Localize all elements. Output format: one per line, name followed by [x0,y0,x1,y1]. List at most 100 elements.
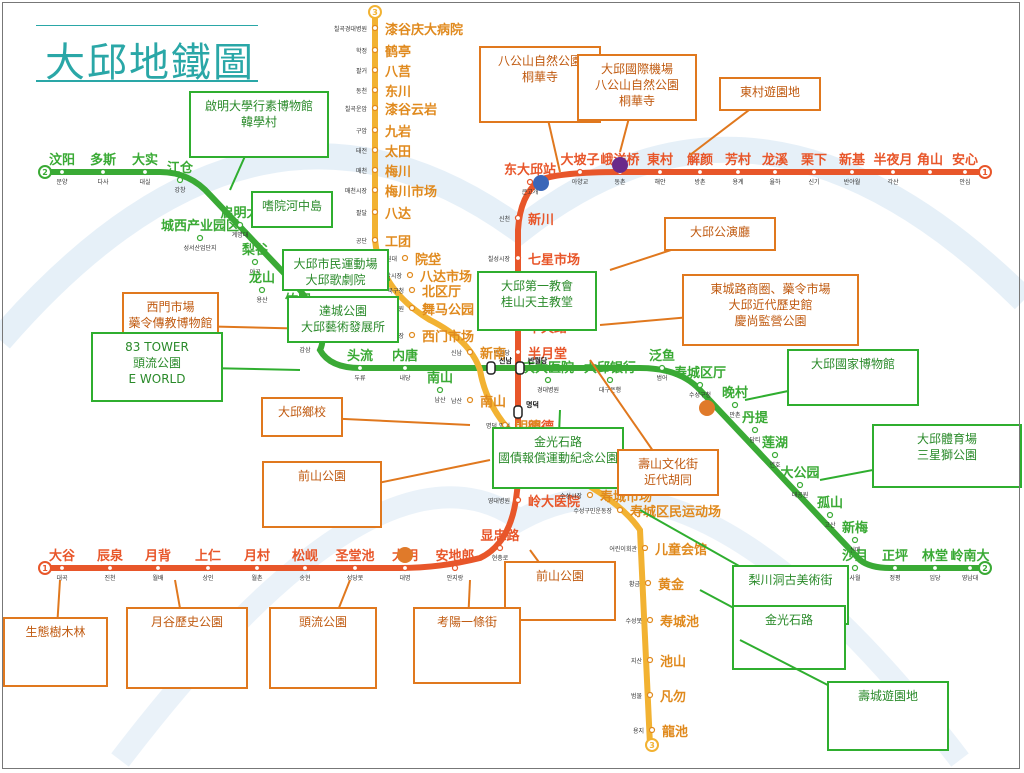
callout-box [3,617,108,687]
callout-line: 近代胡同 [644,473,692,487]
train-icon [533,175,549,191]
station-dot [301,564,309,572]
station-label-line1: 栗下 [801,153,827,168]
station-label-line2: 城西产业园区 [161,218,239,234]
station-label-ko: 대공원 [792,491,809,499]
station-dot [889,168,897,176]
station-label-line1: 芳村 [725,152,751,168]
station-dot [544,376,552,384]
callout-line: 大邱市民運動場 [293,256,377,271]
station-label-ko: 학정 [356,47,367,55]
callout-box [719,77,821,111]
station-label-line1: 上仁 [195,548,221,564]
station-label-ko: 율하 [769,178,781,186]
station-label-ko: 태전 [356,147,367,155]
callout-text: 月谷歷史公園 [151,615,223,629]
callout-text: 東城路商圈、藥令市場大邱近代歷史館慶尚監營公園 [710,281,830,328]
station-label-ko: 상인 [202,574,213,582]
callout-line: 大邱歌劇院 [305,272,365,287]
station-label-ko: 계명대 [232,231,249,239]
station-label-ko: 매천 [356,167,367,175]
callout: 大邱國家博物館 [744,349,919,406]
callout-line: 大邱公演廳 [690,224,750,239]
station-dot [371,104,379,112]
station-label-ko: 강창 [174,186,186,194]
callout: 壽城遊園地 [739,639,949,751]
station-dot [810,168,818,176]
station-label-line1: 显忠路 [480,528,520,544]
callout-line: 壽城遊園地 [858,688,918,703]
station-dot [576,168,584,176]
transfer-label: 신남 [499,356,512,365]
station-label-line1: 圣堂池 [335,548,374,564]
station-label-line1: 安心 [952,152,978,168]
station-label-line3: 西门市场 [422,329,474,345]
line-badge [978,561,992,575]
station-dot [656,168,664,176]
station-dot [891,564,899,572]
station-dot [58,168,66,176]
callout-text: 大邱體育場三星獅公園 [917,431,977,462]
station-label-line2: 孤山 [817,495,843,511]
line-badge [38,165,52,179]
station-dot [401,564,409,572]
station-dot [731,401,739,409]
callout: 前山公園 [262,459,491,528]
station-label-ko: 신매 [849,546,860,554]
station-label-line2: 大实 [132,152,158,168]
station-label-ko: 용계 [732,178,743,186]
station-dot [851,536,859,544]
station-dot [236,221,244,229]
callout-line: 八公山自然公園 [498,53,582,68]
station-label-line3: 太田 [384,144,411,160]
callout-box [413,607,521,684]
callout-line: E WORLD [129,372,186,386]
station-dot [401,254,409,262]
station-label-ko: 남산 [434,396,446,404]
station-label-line2: 多斯 [90,152,116,168]
station-label-ko: 임당 [929,574,941,582]
callout-line: 慶尚監營公園 [734,313,806,328]
station-label-ko: 안지랑 [447,574,464,582]
station-dot [401,364,409,372]
callout-box [262,461,382,528]
station-label-ko: 공단 [356,237,368,245]
callout-text: 壽山文化街近代胡同 [638,456,698,487]
line-badge-number: 2 [982,564,988,573]
callout: 前山公園 [504,549,616,621]
station-label-ko: 정평 [889,574,900,582]
station-label-ko: 명덕 [486,422,497,430]
callout-line: 考陽一條街 [437,615,497,629]
station-dot [141,168,149,176]
station-label-ko: 범물 [631,692,643,700]
station-dot [99,168,107,176]
callout-line: 生態樹木林 [25,624,85,639]
station-dot [751,426,759,434]
station-label-line3: 工团 [385,235,411,250]
station-dot [371,236,379,244]
callout-line: 大邱體育場 [917,431,977,446]
station-label-ko: 문양 [56,178,68,186]
station-dot [696,168,704,176]
station-dot [851,564,859,572]
line-badge [38,561,52,575]
station-label-line1: 大谷 [49,548,76,564]
station-label-line2: 莲湖 [762,435,788,451]
station-dot [371,126,379,134]
station-label-line1: 新川 [528,212,554,228]
callout-text: 壽城遊園地 [858,688,918,703]
station-label-ko: 칠곡운암 [345,105,368,113]
station-label-ko: 신기 [808,178,819,186]
station-label-ko: 범어 [656,374,667,382]
callout-line: 金光石路 [534,434,582,449]
station-label-line2: 南山 [427,370,453,386]
station-label-ko: 고산 [824,521,836,529]
station-label-line3: 八达 [384,206,411,222]
callout: 大邱國際機場八公山自然公園桐華寺 [577,54,697,153]
callout-box [504,561,616,621]
station-label-line3: 池山 [660,654,686,670]
callout-text: 大邱國際機場八公山自然公園桐華寺 [595,61,679,108]
station-dot [514,254,522,262]
station-dot [356,364,364,372]
station-label-ko: 동천 [356,87,367,95]
